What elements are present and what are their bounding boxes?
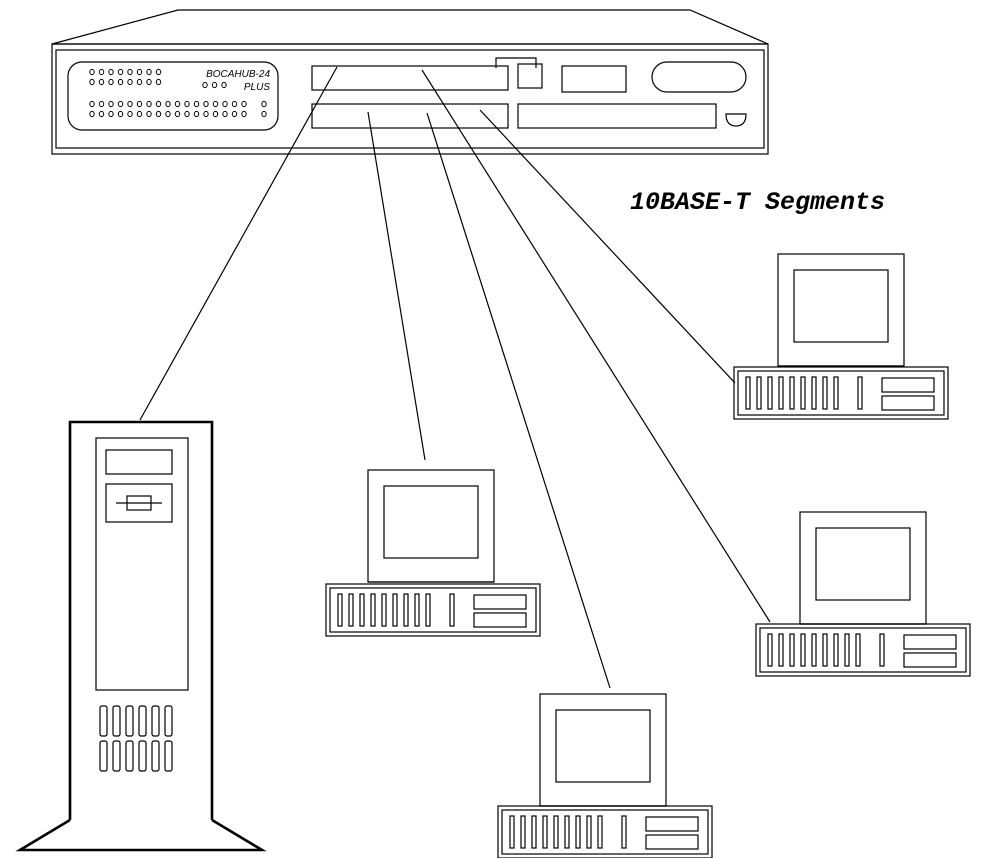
connector-slot-bottom bbox=[311, 103, 509, 129]
hub-device: BOCAHUB-24 PLUS bbox=[51, 9, 769, 155]
workstation bbox=[497, 693, 713, 858]
cable-workstation-3 bbox=[421, 69, 771, 623]
hub-model-suffix: PLUS bbox=[244, 82, 270, 93]
hub-model-name: BOCAHUB-24 bbox=[206, 69, 270, 80]
cables bbox=[139, 66, 771, 689]
floppy-drive bbox=[105, 483, 173, 523]
power-button bbox=[651, 61, 747, 93]
workstation bbox=[733, 253, 949, 420]
workstation bbox=[755, 511, 971, 677]
cable-workstation-1 bbox=[367, 111, 426, 461]
vent-slots bbox=[99, 705, 173, 772]
cable-server bbox=[139, 66, 338, 421]
display-window bbox=[561, 65, 627, 93]
segments-label: 10BASE-T Segments bbox=[630, 188, 885, 217]
hub-port-panel: BOCAHUB-24 PLUS bbox=[67, 61, 279, 131]
workstation bbox=[325, 469, 541, 637]
connector-slot-top bbox=[311, 65, 509, 91]
connector-slot-long bbox=[517, 103, 717, 129]
drive-bay bbox=[105, 449, 173, 475]
cable-workstation-2 bbox=[426, 112, 611, 689]
cable-workstation-4 bbox=[479, 109, 736, 384]
port-indicator-dots bbox=[89, 68, 267, 118]
status-led bbox=[725, 113, 747, 127]
small-switch bbox=[517, 63, 543, 89]
server-tower bbox=[15, 420, 267, 852]
